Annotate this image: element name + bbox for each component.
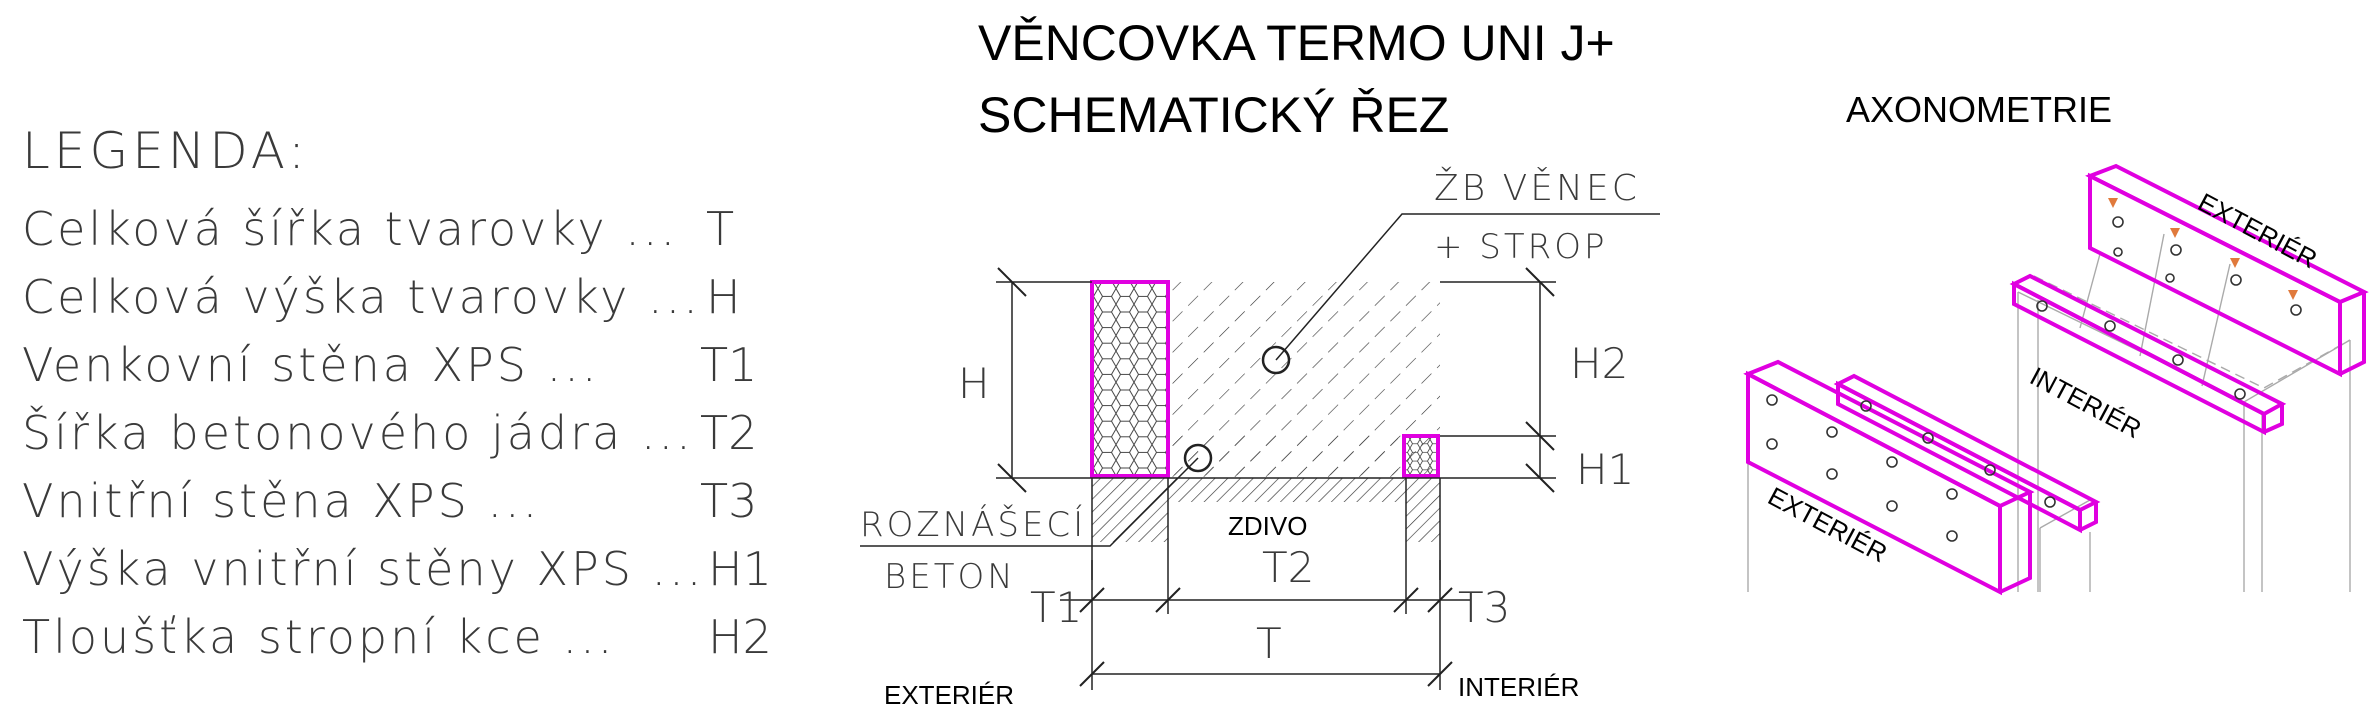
dim-h2-label: H2 bbox=[1570, 339, 1628, 388]
page-title-line1: VĚNCOVKA TERMO UNI J+ bbox=[978, 15, 1615, 71]
axo-lower-structure bbox=[1747, 456, 2091, 592]
dim-t3-label: T3 bbox=[1458, 583, 1510, 632]
label-exterior: EXTERIÉR bbox=[884, 680, 1014, 710]
axo-upper-anchors bbox=[2036, 216, 2302, 400]
axo-lower-anchors bbox=[1766, 394, 2056, 542]
axo-lower-xps-int-edge bbox=[2079, 502, 2098, 532]
dim-t2-label: T2 bbox=[1262, 543, 1314, 592]
core-concrete bbox=[1168, 430, 1398, 475]
legend-item-symbol: H1 bbox=[708, 542, 772, 596]
dim-h-tick bbox=[997, 463, 1027, 493]
dim-tick bbox=[1079, 587, 1105, 613]
legend-item-label: Vnitřní stěna XPS ... bbox=[22, 474, 540, 528]
legend-item-label: Šířka betonového jádra ... bbox=[22, 405, 694, 460]
dim-tick bbox=[1393, 587, 1419, 613]
xps-outer-wall bbox=[1090, 280, 1170, 478]
dim-h2-tick bbox=[1525, 421, 1555, 451]
legend-item-symbol: T1 bbox=[700, 338, 757, 392]
legend-item-symbol: T bbox=[706, 202, 734, 256]
label-zdivo: ZDIVO bbox=[1228, 511, 1307, 541]
legend-heading: LEGENDA: bbox=[22, 122, 309, 180]
dim-tick bbox=[1079, 661, 1105, 687]
dim-h-label: H bbox=[958, 359, 990, 408]
axo-label-int: INTERIÉR bbox=[2025, 361, 2146, 444]
legend-item-symbol: T3 bbox=[700, 474, 757, 528]
axo-upper-markers bbox=[2108, 198, 2298, 300]
legend-item-label: Tloušťka stropní kce ... bbox=[22, 610, 615, 664]
label-zb-line2: + STROP bbox=[1434, 227, 1608, 267]
axo-lower-xps-ext-edge bbox=[1999, 492, 2032, 594]
legend-item-label: Venkovní stěna XPS ... bbox=[22, 338, 599, 392]
section-drawing: ZDIVO ŽB VĚNEC + STROP ROZNÁŠECÍ BETON H… bbox=[860, 167, 1660, 710]
rebar-bottom bbox=[1183, 443, 1213, 473]
axonometry-title: AXONOMETRIE bbox=[1846, 89, 2112, 130]
dim-t1-label: T1 bbox=[1030, 583, 1082, 632]
label-interior: INTERIÉR bbox=[1458, 672, 1579, 702]
masonry-gap bbox=[1168, 502, 1406, 558]
dim-tick bbox=[1427, 587, 1453, 613]
legend-item-label: Celková šířka tvarovky ... bbox=[22, 202, 678, 256]
dim-t-label: T bbox=[1256, 619, 1282, 668]
rebar-top bbox=[1261, 345, 1291, 375]
label-zb-line1: ŽB VĚNEC bbox=[1434, 167, 1640, 209]
legend-item-label: Výška vnitřní stěny XPS ... bbox=[22, 542, 704, 596]
axo-upper-xps-int bbox=[2012, 280, 2266, 436]
axo-upper-xps-ext-top bbox=[2085, 163, 2369, 305]
axo-upper-structure bbox=[2017, 233, 2351, 592]
leader-roz bbox=[860, 457, 1199, 547]
label-roz-line1: ROZNÁŠECÍ bbox=[860, 504, 1086, 545]
axo-upper-xps-int-edge bbox=[2263, 404, 2284, 434]
legend-item-symbol: T2 bbox=[700, 406, 757, 460]
axo-upper-xps-ext-edge bbox=[2339, 292, 2366, 376]
dim-h2-tick bbox=[1525, 267, 1555, 297]
dim-tick bbox=[1427, 661, 1453, 687]
label-roz-line2: BETON bbox=[884, 557, 1016, 597]
legend-item-label: Celková výška tvarovky ... bbox=[22, 270, 701, 324]
legend-item-symbol: H2 bbox=[708, 610, 772, 664]
xps-inner-wall bbox=[1402, 434, 1440, 478]
legend-item-symbol: H bbox=[706, 270, 741, 324]
axonometry-drawing: EXTERIÉR INTERIÉR EXTERIÉR bbox=[1743, 163, 2369, 596]
dim-tick bbox=[1155, 587, 1181, 613]
dim-h1-tick bbox=[1525, 463, 1555, 493]
legend: LEGENDA: Celková šířka tvarovky ... T Ce… bbox=[22, 122, 772, 664]
page-title-line2: SCHEMATICKÝ ŘEZ bbox=[978, 87, 1449, 143]
dim-h1-label: H1 bbox=[1576, 445, 1634, 494]
leader-zb bbox=[1275, 213, 1660, 361]
dim-h-tick bbox=[997, 267, 1027, 297]
